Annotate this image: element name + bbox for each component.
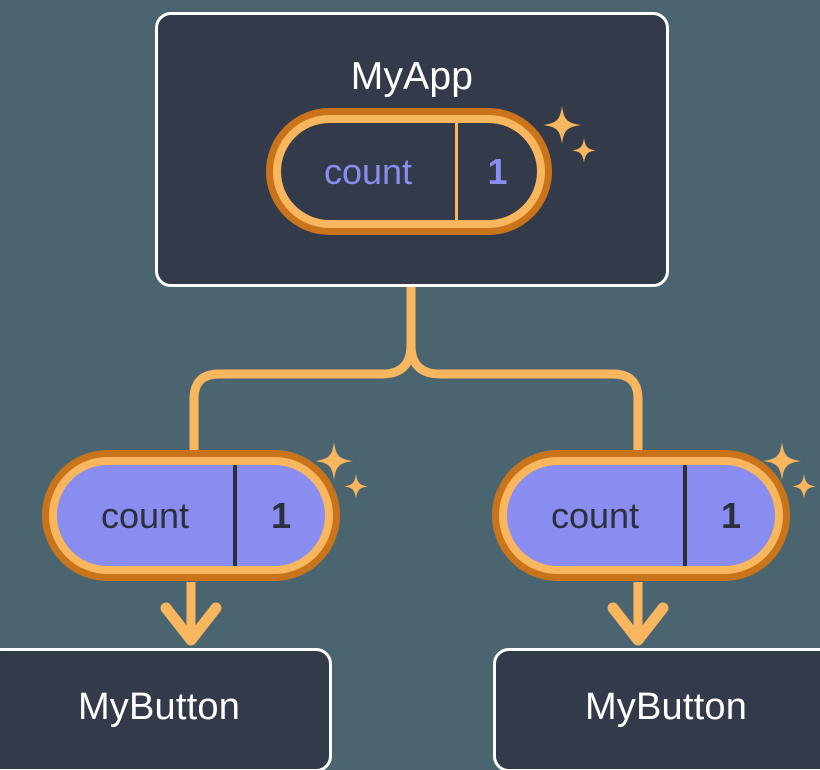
state-key: count xyxy=(100,494,190,536)
state-pill-child-0[interactable]: count 1 xyxy=(42,450,340,581)
component-title: MyButton xyxy=(77,686,241,728)
wire-branch-left xyxy=(189,340,416,457)
state-pill-child-1[interactable]: count 1 xyxy=(492,450,790,581)
component-title: MyButton xyxy=(584,686,748,728)
state-key: count xyxy=(323,150,413,192)
state-pill-myapp[interactable]: count 1 xyxy=(266,108,552,235)
arrow-down-icon xyxy=(160,602,222,646)
wire-branch-right xyxy=(406,340,643,457)
component-box-mybutton-0[interactable]: MyButton xyxy=(0,648,332,770)
arrow-down-icon xyxy=(607,602,669,646)
sparkle-icon xyxy=(344,474,368,499)
component-title: MyApp xyxy=(350,55,474,98)
state-pill-inner: count 1 xyxy=(273,115,545,228)
state-value: 1 xyxy=(233,465,325,566)
state-pill-inner: count 1 xyxy=(499,457,783,574)
state-key: count xyxy=(550,494,640,536)
component-box-mybutton-1[interactable]: MyButton xyxy=(493,648,820,770)
state-value: 1 xyxy=(683,465,775,566)
state-pill-inner: count 1 xyxy=(49,457,333,574)
state-value: 1 xyxy=(455,123,537,220)
sparkle-icon xyxy=(792,474,816,499)
